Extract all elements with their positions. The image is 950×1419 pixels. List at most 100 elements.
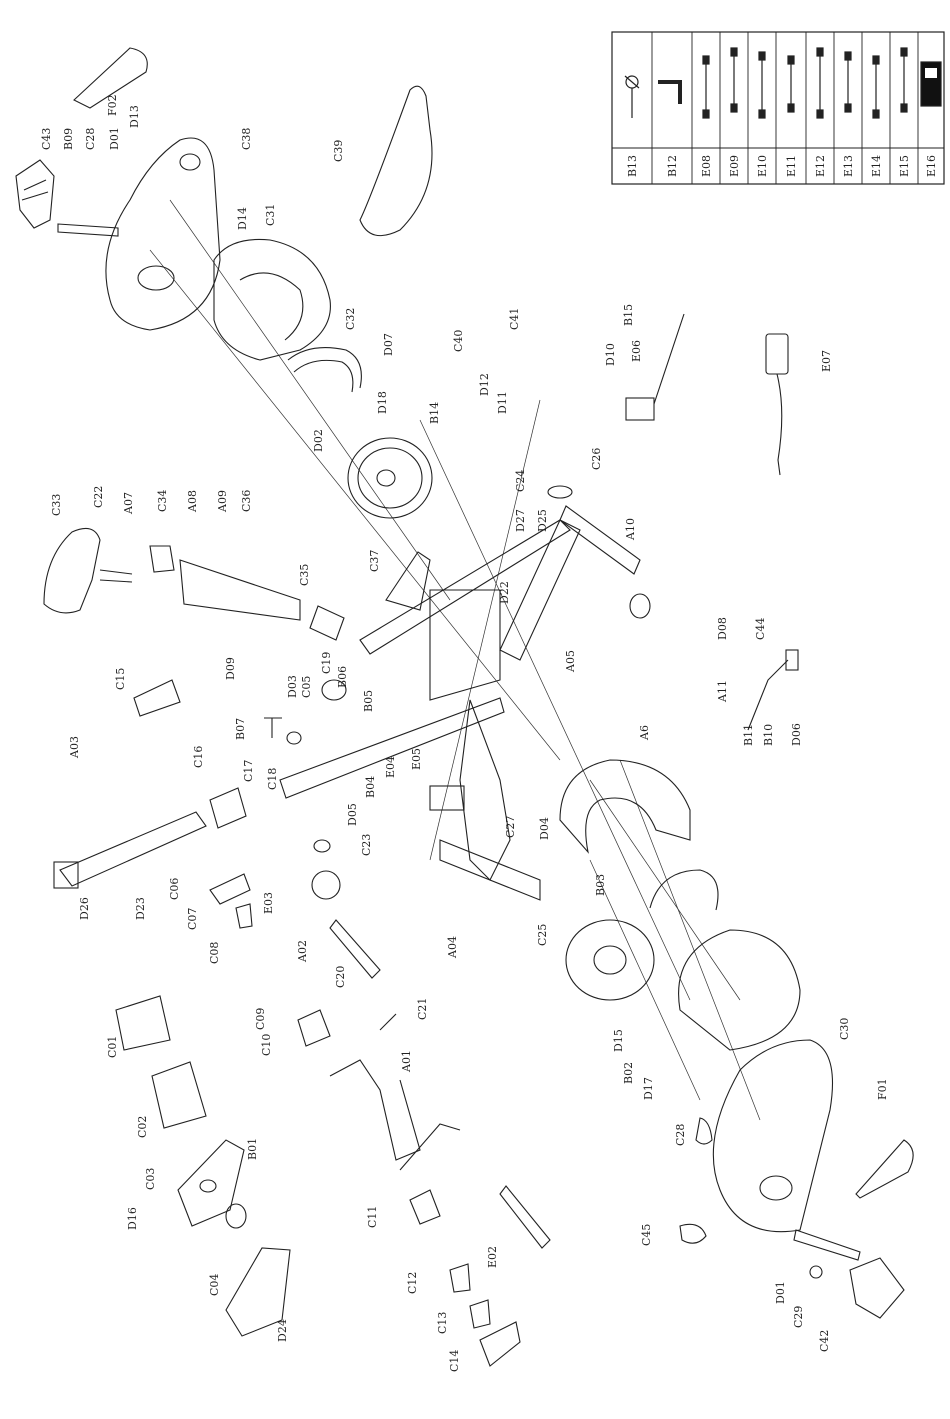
part-code-label: B13 (626, 155, 639, 177)
l-wrench-icon (658, 80, 682, 104)
guide-line (429, 399, 541, 861)
cap-c24b (629, 593, 651, 619)
part-code-label: E09 (728, 155, 741, 177)
frame-beam-shape (279, 697, 505, 799)
callout-label: C21 (416, 998, 429, 1020)
callout-label: C44 (754, 618, 767, 640)
flywheel-hub (376, 469, 396, 487)
pedal-shape-c42 (849, 1257, 905, 1319)
belt-shape-c45 (679, 1223, 707, 1244)
callout-label: C38 (240, 128, 253, 150)
callout-label: A02 (296, 940, 309, 963)
callout-label: C12 (406, 1272, 419, 1294)
cable-icon (787, 55, 795, 113)
callout-label: C03 (144, 1168, 157, 1190)
callout-label: C31 (264, 204, 277, 226)
leader-lines (149, 199, 761, 1121)
part-code-label: E10 (756, 155, 769, 177)
callout-label: C16 (192, 746, 205, 768)
part-shape-c44 (785, 649, 799, 671)
callout-label: C36 (240, 490, 253, 512)
callout-label: A01 (400, 1050, 413, 1073)
guide-line (619, 759, 761, 1121)
callout-label: C08 (208, 942, 221, 964)
callout-label: B04 (364, 776, 377, 798)
cable-icon (730, 47, 738, 113)
guide-line (589, 859, 701, 1101)
callout-label: C02 (136, 1116, 149, 1138)
callout-label: B14 (428, 402, 441, 424)
frame-tube-a05 (499, 519, 581, 661)
sleeve-shape-c35 (309, 605, 345, 641)
pedal-shape-c43 (15, 159, 55, 229)
cable-icon (872, 55, 880, 119)
sleeve-shape-c16 (209, 787, 247, 829)
callout-label: C41 (508, 308, 521, 330)
cable-b15 (653, 313, 685, 405)
guide-line (589, 779, 741, 1001)
table-frame (611, 31, 945, 185)
hex-key-icon (624, 75, 640, 118)
cover-shape-c03 (177, 1139, 245, 1227)
frame-plate-shape (429, 589, 501, 701)
knob-c05 (321, 679, 347, 701)
callout-label: D05 (346, 803, 359, 826)
seat-rail (99, 569, 133, 583)
callout-label: D07 (382, 333, 395, 356)
callout-label: D26 (78, 897, 91, 920)
flywheel-c25-hub (593, 945, 627, 975)
callout-label: B01 (246, 1138, 259, 1160)
ring-shape-c32 (287, 347, 362, 389)
handlebar-stub (379, 1013, 397, 1031)
callout-label: C11 (366, 1206, 379, 1228)
callout-label: D17 (642, 1077, 655, 1100)
part-code-label: E14 (870, 155, 883, 177)
knob-b01 (225, 1203, 247, 1229)
cover-c03-hole (199, 1179, 217, 1193)
knob-shape-c17 (264, 717, 282, 738)
part-shape-c06 (209, 873, 251, 905)
callout-label: D01 (774, 1281, 787, 1304)
knob-c05b (311, 870, 341, 900)
part-shape-c10 (297, 1009, 331, 1047)
callout-label: D23 (134, 897, 147, 920)
callout-label: C32 (344, 308, 357, 330)
slider-shape-c34 (149, 545, 175, 573)
panel-shape-c01 (115, 995, 171, 1051)
callout-label: D13 (128, 105, 141, 128)
adapter-shape-e07 (765, 333, 789, 375)
cable-icon (816, 47, 824, 119)
handle-shape-a10 (559, 505, 641, 575)
callout-label: D24 (276, 1319, 289, 1342)
callout-label: C43 (40, 128, 53, 150)
callout-label: E04 (384, 756, 397, 778)
callout-label: C39 (332, 140, 345, 162)
callout-label: C37 (368, 550, 381, 572)
callout-label: C28 (84, 128, 97, 150)
cable-icon (900, 47, 908, 113)
callout-label: B11 (742, 724, 755, 746)
console-shape-e04 (429, 785, 465, 811)
callout-label: D12 (478, 373, 491, 396)
callout-label: C24 (514, 470, 527, 492)
handlebar-shape-a01 (329, 1059, 421, 1161)
callout-label: D03 (286, 675, 299, 698)
cap-c24 (547, 485, 573, 499)
washer-b05 (313, 839, 331, 853)
callout-label: C09 (254, 1008, 267, 1030)
callout-label: B05 (362, 690, 375, 712)
callout-label: B09 (62, 128, 75, 150)
callout-label: D04 (538, 817, 551, 840)
ring-shape-a6 (559, 759, 691, 854)
callout-label: C27 (504, 816, 517, 838)
part-shape-c12 (449, 1263, 471, 1293)
callout-label: F02 (106, 94, 119, 116)
motor-shape-e06 (625, 397, 655, 421)
callout-label: C42 (818, 1330, 831, 1352)
callout-label: C18 (266, 768, 279, 790)
callout-label: D06 (790, 723, 803, 746)
flywheel-rim (357, 447, 423, 509)
part-code-label: E08 (700, 155, 713, 177)
callout-label: B10 (762, 724, 775, 746)
